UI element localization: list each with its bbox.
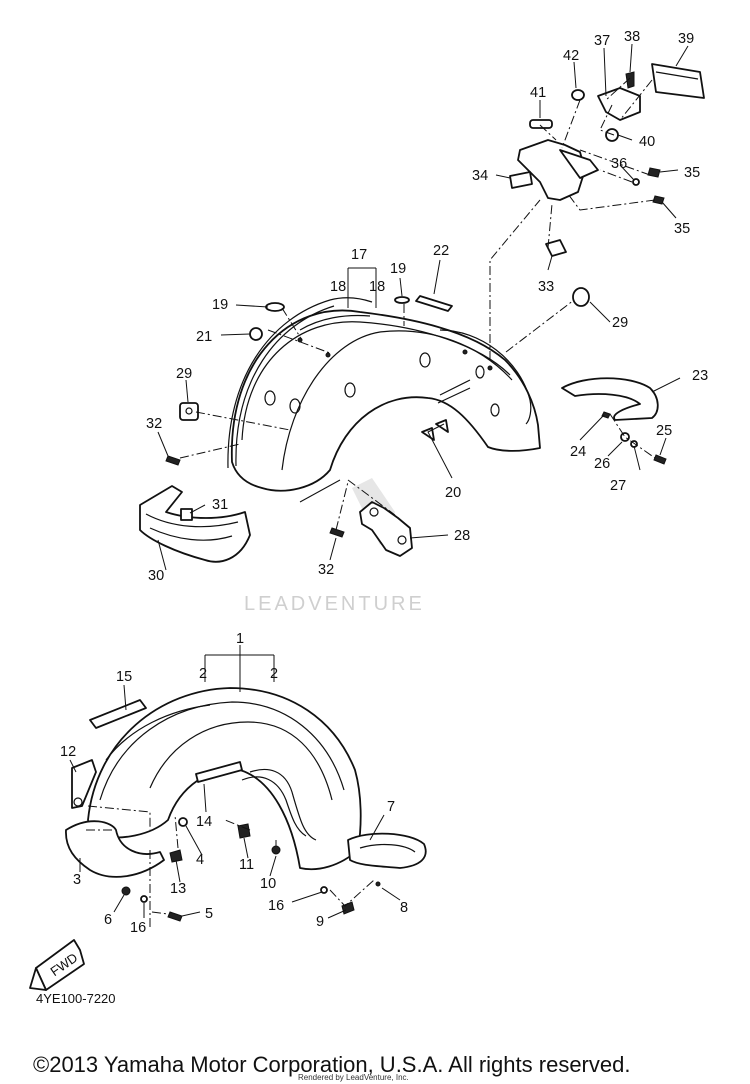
bracket-12 bbox=[71, 759, 97, 809]
washer-16-left bbox=[140, 895, 148, 903]
callout-23: 23 bbox=[692, 368, 708, 384]
callout-25: 25 bbox=[656, 423, 672, 439]
bolt-38 bbox=[625, 71, 635, 89]
washer-4 bbox=[178, 817, 188, 827]
emblem-15 bbox=[89, 699, 147, 729]
callout-2-left: 2 bbox=[199, 666, 207, 682]
guard-7 bbox=[347, 832, 427, 869]
callout-26: 26 bbox=[594, 456, 610, 472]
lamp-bracket-37 bbox=[597, 87, 641, 121]
callout-28: 28 bbox=[454, 528, 470, 544]
nut-40 bbox=[605, 128, 619, 142]
callout-21: 21 bbox=[196, 329, 212, 345]
nut-6 bbox=[121, 886, 131, 896]
callout-35-lower: 35 bbox=[674, 221, 690, 237]
rendered-by-notice: Rendered by LeadVenture, Inc. bbox=[298, 1073, 409, 1082]
callout-11: 11 bbox=[239, 857, 254, 873]
callout-16-right: 16 bbox=[268, 898, 284, 914]
front-cover-3 bbox=[65, 820, 165, 878]
rear-fender bbox=[231, 309, 541, 492]
callout-29-left: 29 bbox=[176, 366, 192, 382]
reflector-39 bbox=[651, 63, 705, 99]
callout-42: 42 bbox=[563, 48, 579, 64]
emblem-22 bbox=[415, 295, 453, 312]
callout-4: 4 bbox=[196, 852, 204, 868]
callout-30: 30 bbox=[148, 568, 164, 584]
washer-26 bbox=[620, 432, 630, 442]
callouts: 17 18 18 19 19 21 22 29 32 20 31 30 32 2… bbox=[60, 29, 708, 936]
bolt-5 bbox=[167, 911, 183, 922]
bolt-32-left bbox=[165, 455, 181, 466]
callout-32-left: 32 bbox=[146, 416, 162, 432]
callout-13: 13 bbox=[170, 881, 186, 897]
callout-7: 7 bbox=[387, 799, 395, 815]
nut-10 bbox=[271, 845, 281, 855]
callout-9: 9 bbox=[316, 914, 324, 930]
rear-fender-cover-30 bbox=[139, 485, 251, 563]
callout-15: 15 bbox=[116, 669, 132, 685]
callout-12: 12 bbox=[60, 744, 76, 760]
fwd-arrow-icon: FWD bbox=[29, 939, 85, 991]
callout-24: 24 bbox=[570, 444, 586, 460]
bolt-25 bbox=[653, 454, 667, 465]
callout-5: 5 bbox=[205, 906, 213, 922]
collar-21 bbox=[249, 327, 263, 341]
callout-8: 8 bbox=[400, 900, 408, 916]
callout-27: 27 bbox=[610, 478, 626, 494]
callout-38: 38 bbox=[624, 29, 640, 45]
bolt-35-upper bbox=[647, 167, 661, 178]
diagram-part-code: 4YE100-7220 bbox=[36, 991, 116, 1006]
callout-33: 33 bbox=[538, 279, 554, 295]
collar-41 bbox=[529, 119, 553, 129]
bracket-28 bbox=[359, 501, 413, 557]
callout-10: 10 bbox=[260, 876, 276, 892]
callout-32-right: 32 bbox=[318, 562, 334, 578]
grommet-33 bbox=[545, 239, 567, 257]
callout-6: 6 bbox=[104, 912, 112, 928]
callout-2-right: 2 bbox=[270, 666, 278, 682]
callout-18-left: 18 bbox=[330, 279, 346, 295]
rear-fender-assembly bbox=[139, 63, 705, 563]
bolt-13 bbox=[169, 849, 183, 863]
callout-41: 41 bbox=[530, 85, 546, 101]
copyright-notice: ©2013 Yamaha Motor Corporation, U.S.A. A… bbox=[33, 1052, 630, 1077]
front-fender bbox=[87, 687, 362, 871]
callout-39: 39 bbox=[678, 31, 694, 47]
bolt-32-right bbox=[329, 527, 345, 538]
washer-16-right bbox=[320, 886, 328, 894]
callout-34: 34 bbox=[472, 168, 488, 184]
callout-17: 17 bbox=[351, 247, 367, 263]
emblem-14 bbox=[195, 761, 243, 783]
side-plate-23 bbox=[561, 377, 659, 421]
callout-35-upper: 35 bbox=[684, 165, 700, 181]
washer-8 bbox=[375, 881, 381, 887]
grommet-right bbox=[572, 287, 590, 307]
washer-19-left bbox=[265, 302, 285, 312]
callout-19-left: 19 bbox=[212, 297, 228, 313]
cap-42 bbox=[571, 89, 585, 101]
callout-36: 36 bbox=[611, 156, 627, 172]
front-fender-assembly bbox=[65, 687, 427, 930]
washer-19-right bbox=[394, 296, 410, 304]
nut-31 bbox=[180, 508, 193, 521]
watermark-text: LEADVENTURE bbox=[244, 593, 425, 615]
callout-31: 31 bbox=[212, 497, 228, 513]
callout-22: 22 bbox=[433, 243, 449, 259]
washer-36 bbox=[632, 178, 640, 186]
callout-14: 14 bbox=[196, 814, 212, 830]
callout-18-right: 18 bbox=[369, 279, 385, 295]
callout-19-right: 19 bbox=[390, 261, 406, 277]
callout-3: 3 bbox=[73, 872, 81, 888]
bolt-11 bbox=[237, 823, 251, 839]
grommet-left bbox=[179, 402, 199, 421]
callout-37: 37 bbox=[594, 33, 610, 49]
callout-16-left: 16 bbox=[130, 920, 146, 936]
callout-29-right: 29 bbox=[612, 315, 628, 331]
callout-40: 40 bbox=[639, 134, 655, 150]
callout-1: 1 bbox=[236, 631, 244, 647]
callout-20: 20 bbox=[445, 485, 461, 501]
